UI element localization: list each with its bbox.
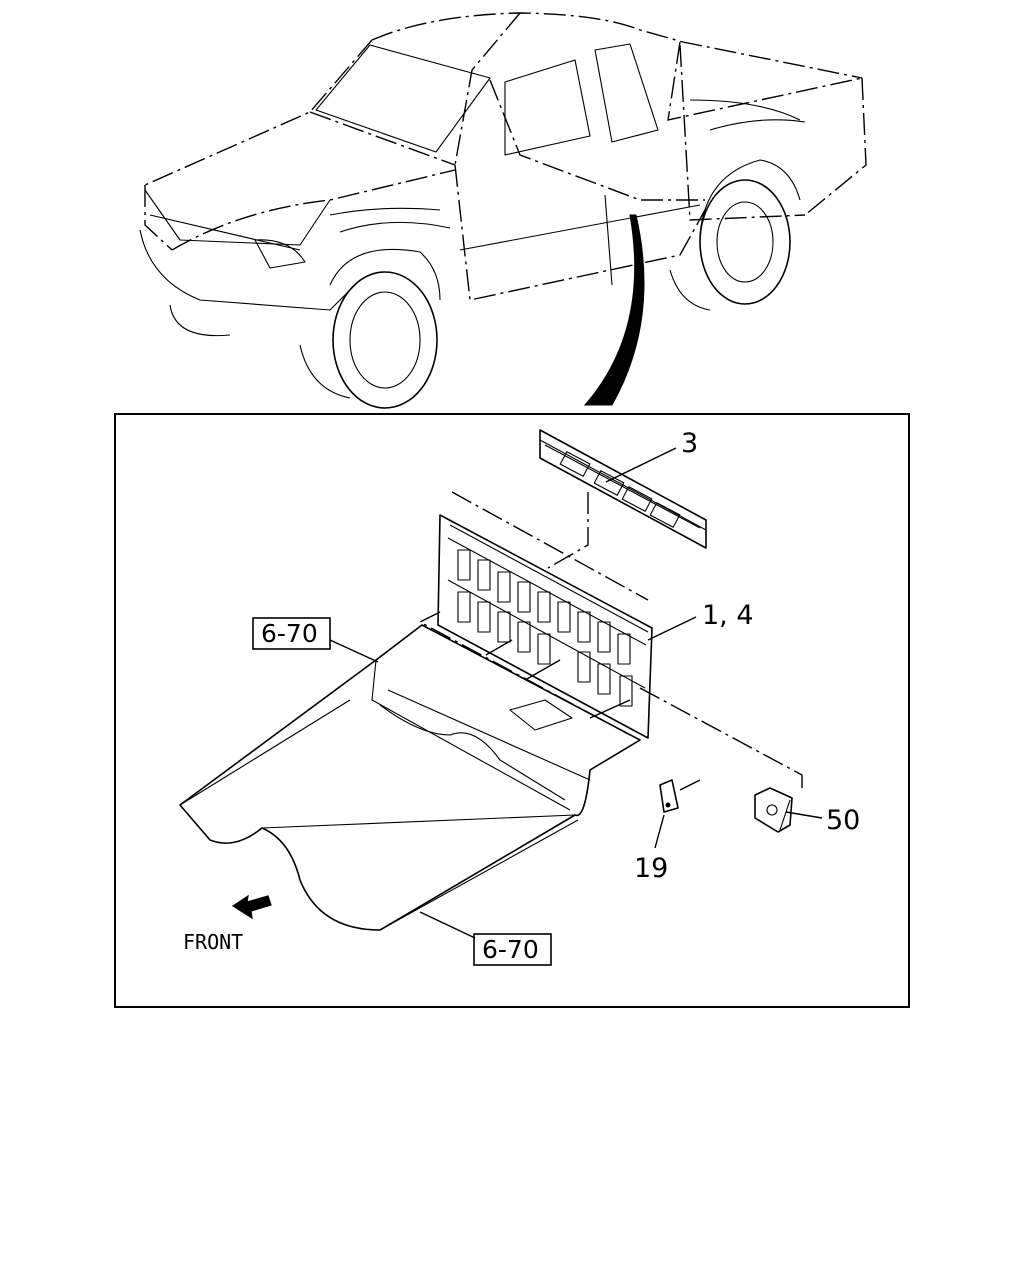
reference-box-lower [473,933,552,966]
front-arrow-icon [231,894,272,920]
front-label: FRONT [183,930,243,954]
reference-lower: 6-70 [482,935,539,964]
part-1-4-rear-panel [437,491,653,739]
pickup-truck-illustration [139,12,867,409]
callout-3: 3 [681,428,698,459]
part-3-reinforcement [539,429,707,549]
callout-50: 50 [826,805,860,836]
part-50-bracket [754,787,793,833]
reference-upper: 6-70 [261,619,318,648]
detail-frame [114,413,910,1008]
reference-box-upper [252,617,331,650]
floor-panel [179,624,641,931]
callout-1-4: 1, 4 [702,600,754,631]
callout-19: 19 [634,853,668,884]
part-19-clip [659,779,679,813]
